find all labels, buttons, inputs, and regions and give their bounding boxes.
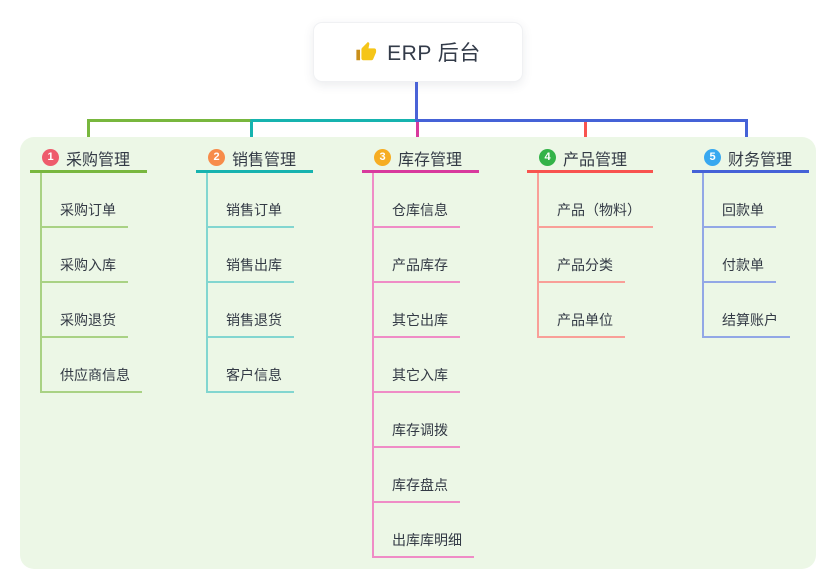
child-node[interactable]: 产品单位 [539, 283, 653, 338]
child-node-label: 回款单 [704, 200, 776, 228]
child-node[interactable]: 产品分类 [539, 228, 653, 283]
bus-segment-blue [416, 119, 748, 122]
branch-number-badge: 2 [208, 149, 225, 166]
child-node-label: 客户信息 [208, 365, 294, 393]
drop-line-3 [416, 119, 419, 147]
child-node-label: 产品单位 [539, 310, 625, 338]
bus-segment-green [87, 119, 253, 122]
branches-panel [20, 137, 816, 569]
child-node-label: 出库库明细 [374, 530, 474, 558]
child-node[interactable]: 结算账户 [704, 283, 790, 338]
child-node-label: 其它出库 [374, 310, 460, 338]
child-node[interactable]: 客户信息 [208, 338, 294, 393]
branch-header[interactable]: 2 销售管理 [196, 145, 313, 173]
child-node-label: 采购退货 [42, 310, 128, 338]
child-node[interactable]: 销售出库 [208, 228, 294, 283]
child-node[interactable]: 付款单 [704, 228, 790, 283]
child-node[interactable]: 仓库信息 [374, 173, 474, 228]
branch-header[interactable]: 4 产品管理 [527, 145, 653, 173]
child-node[interactable]: 库存盘点 [374, 448, 474, 503]
child-node-label: 销售出库 [208, 255, 294, 283]
root-node[interactable]: ERP 后台 [313, 22, 523, 82]
branch-3: 3 库存管理 仓库信息 产品库存 其它出库 其它入库 库存调拨 库存盘点 出库库… [362, 145, 479, 558]
child-node[interactable]: 出库库明细 [374, 503, 474, 558]
branch-1: 1 采购管理 采购订单 采购入库 采购退货 供应商信息 [30, 145, 147, 393]
child-node-label: 库存盘点 [374, 475, 460, 503]
child-node-label: 付款单 [704, 255, 776, 283]
child-node[interactable]: 采购退货 [42, 283, 142, 338]
branch-label: 库存管理 [398, 151, 463, 169]
child-node-label: 供应商信息 [42, 365, 142, 393]
child-node-label: 结算账户 [704, 310, 790, 338]
bus-segment-teal [250, 119, 418, 122]
child-node[interactable]: 回款单 [704, 173, 790, 228]
child-node[interactable]: 产品库存 [374, 228, 474, 283]
child-node-label: 其它入库 [374, 365, 460, 393]
drop-line-2 [250, 119, 253, 147]
branch-label: 财务管理 [728, 151, 793, 169]
branch-header[interactable]: 5 财务管理 [692, 145, 809, 173]
child-node[interactable]: 库存调拨 [374, 393, 474, 448]
drop-line-1 [87, 119, 90, 147]
branch-2: 2 销售管理 销售订单 销售出库 销售退货 客户信息 [196, 145, 313, 393]
child-node-label: 仓库信息 [374, 200, 460, 228]
child-node-label: 采购入库 [42, 255, 128, 283]
branch-children: 回款单 付款单 结算账户 [702, 173, 790, 338]
branch-number-badge: 5 [704, 149, 721, 166]
branch-label: 采购管理 [66, 151, 131, 169]
child-node-label: 产品（物料） [539, 200, 653, 228]
branch-children: 仓库信息 产品库存 其它出库 其它入库 库存调拨 库存盘点 出库库明细 [372, 173, 474, 558]
thumbs-up-icon [355, 41, 377, 63]
child-node-label: 销售退货 [208, 310, 294, 338]
child-node-label: 采购订单 [42, 200, 128, 228]
child-node-label: 产品库存 [374, 255, 460, 283]
drop-line-4 [584, 119, 587, 147]
child-node-label: 库存调拨 [374, 420, 460, 448]
branch-number-badge: 4 [539, 149, 556, 166]
branch-header[interactable]: 3 库存管理 [362, 145, 479, 173]
branch-children: 采购订单 采购入库 采购退货 供应商信息 [40, 173, 142, 393]
branch-label: 销售管理 [232, 151, 297, 169]
root-drop-line [415, 82, 418, 122]
child-node[interactable]: 采购订单 [42, 173, 142, 228]
child-node-label: 产品分类 [539, 255, 625, 283]
child-node-label: 销售订单 [208, 200, 294, 228]
branch-4: 4 产品管理 产品（物料） 产品分类 产品单位 [527, 145, 653, 338]
branch-header[interactable]: 1 采购管理 [30, 145, 147, 173]
child-node[interactable]: 供应商信息 [42, 338, 142, 393]
branch-5: 5 财务管理 回款单 付款单 结算账户 [692, 145, 809, 338]
child-node[interactable]: 销售订单 [208, 173, 294, 228]
drop-line-5 [745, 119, 748, 147]
child-node[interactable]: 产品（物料） [539, 173, 653, 228]
child-node[interactable]: 销售退货 [208, 283, 294, 338]
branch-label: 产品管理 [563, 151, 628, 169]
branch-number-badge: 1 [42, 149, 59, 166]
branch-children: 销售订单 销售出库 销售退货 客户信息 [206, 173, 294, 393]
child-node[interactable]: 采购入库 [42, 228, 142, 283]
child-node[interactable]: 其它入库 [374, 338, 474, 393]
branch-children: 产品（物料） 产品分类 产品单位 [537, 173, 653, 338]
branch-number-badge: 3 [374, 149, 391, 166]
root-title: ERP 后台 [387, 42, 481, 65]
child-node[interactable]: 其它出库 [374, 283, 474, 338]
